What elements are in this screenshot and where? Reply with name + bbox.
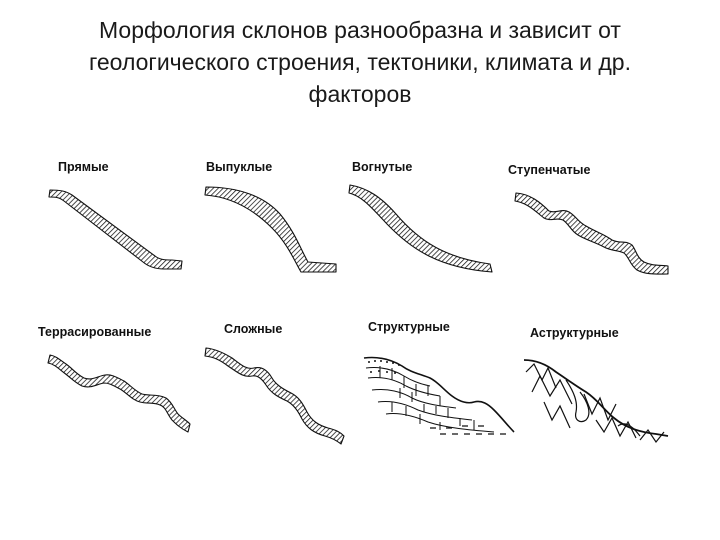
astructural-slope-profile	[523, 359, 669, 444]
label-straight: Прямые	[58, 160, 109, 174]
label-structural: Структурные	[368, 320, 450, 334]
convex-slope-profile	[204, 186, 337, 273]
structural-rock-layers	[363, 356, 515, 435]
stepped-slope-profile	[514, 192, 669, 275]
title-line-2: геологического строения, тектоники, клим…	[89, 49, 631, 75]
label-concave: Вогнутые	[352, 160, 413, 174]
label-convex: Выпуклые	[206, 160, 273, 174]
structural-slope-profile	[354, 357, 514, 434]
label-complex: Сложные	[224, 322, 283, 336]
straight-slope-profile	[48, 189, 183, 270]
title-line-3: факторов	[308, 81, 412, 107]
terraced-slope-profile	[47, 354, 191, 433]
label-terraced: Террасированные	[38, 325, 152, 339]
label-astructural: Аструктурные	[530, 326, 619, 340]
label-stepped: Ступенчатые	[508, 163, 591, 177]
title-line-1: Морфология склонов разнообразна и зависи…	[99, 17, 621, 43]
slide-title: Морфология склонов разнообразна и зависи…	[20, 14, 700, 110]
complex-slope-profile	[204, 347, 345, 445]
concave-slope-profile	[348, 184, 493, 273]
